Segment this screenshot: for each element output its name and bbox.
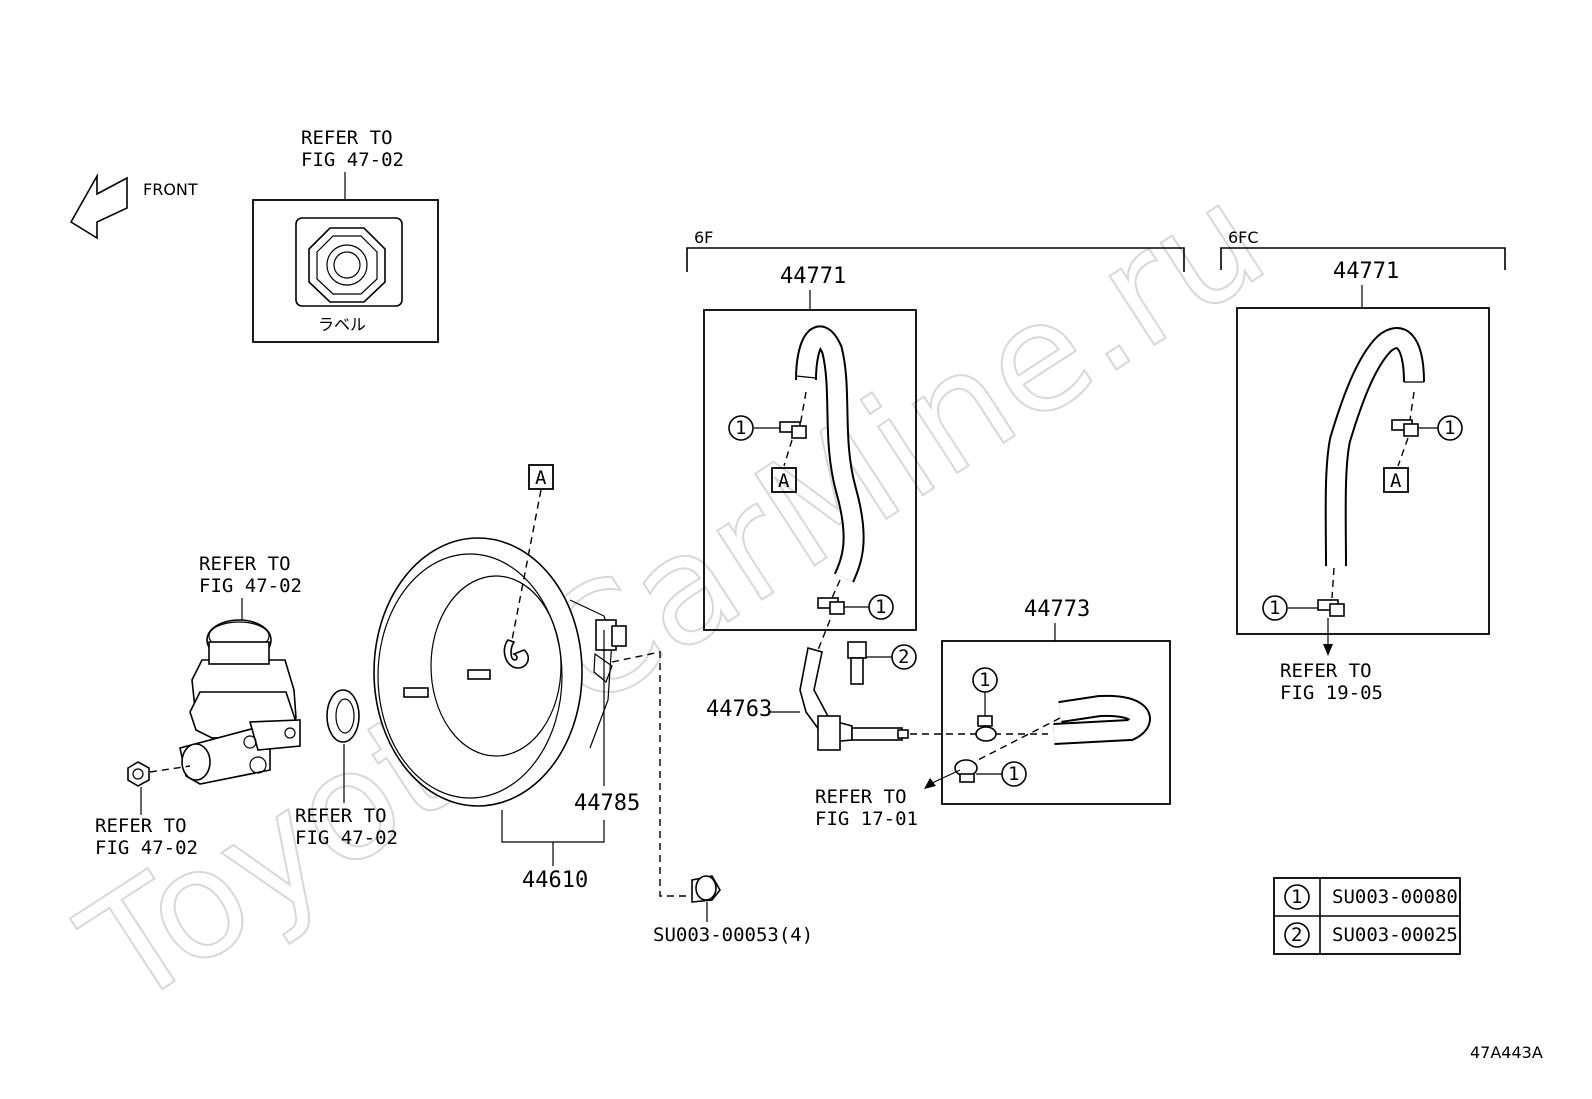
- label-refer-line1: REFER TO: [301, 127, 393, 149]
- callout-A-6fc: A: [1390, 470, 1402, 492]
- flange-nut: [127, 761, 150, 787]
- legend-row: 1 SU003-00080: [1284, 884, 1458, 910]
- refer-6fc-line1: REFER TO: [1280, 660, 1372, 682]
- clip-ref-6f-bottom: 1: [875, 596, 886, 618]
- bolt-ref-2: 2: [898, 646, 909, 668]
- nut-refer-line2: FIG 47-02: [95, 837, 198, 859]
- refer-4477-line2: FIG 17-01: [815, 808, 918, 830]
- gasket: [326, 689, 360, 743]
- refer-4477-line1: REFER TO: [815, 786, 907, 808]
- pn-44610: 44610: [522, 868, 588, 893]
- hose-clip-6f-bottom: [817, 597, 845, 615]
- clip-ref-44773-bottom: 1: [1008, 763, 1019, 785]
- master-cylinder-refer-line1: REFER TO: [199, 553, 291, 575]
- hose-clip-6fc-bottom: [1317, 599, 1345, 617]
- label-caption: ラベル: [318, 315, 366, 334]
- variant-6fc: 6FC: [1228, 228, 1259, 247]
- clip-ref-6fc-top: 1: [1444, 417, 1455, 439]
- refer-6fc-line2: FIG 19-05: [1280, 682, 1383, 704]
- legend-row: 2 SU003-00025: [1284, 922, 1458, 948]
- pn-44771-6fc: 44771: [1333, 259, 1399, 284]
- master-cylinder: [179, 619, 301, 785]
- master-cylinder-refer-line2: FIG 47-02: [199, 575, 302, 597]
- pn-44771-6f: 44771: [780, 264, 846, 289]
- hose-clip-44773-top: [975, 715, 997, 742]
- booster-callout-box: [528, 464, 554, 490]
- clip-ref-6f-top: 1: [735, 417, 746, 439]
- legend-num-1: 1: [1291, 886, 1302, 908]
- gasket-refer-line2: FIG 47-02: [295, 827, 398, 849]
- su-nut-code: SU003-00053(4): [653, 924, 813, 946]
- box-44773: [941, 640, 1171, 805]
- front-label: FRONT: [143, 180, 198, 199]
- figure-code: 47A443A: [1470, 1043, 1543, 1062]
- box-44771-6fc: [1236, 307, 1490, 635]
- box-44771-6f: [703, 309, 917, 631]
- hose-clip-44773-bottom: [954, 759, 978, 783]
- front-arrow-icon: [69, 172, 128, 240]
- booster-callout-A: A: [535, 467, 547, 489]
- vacuum-hose-6fc: [1324, 327, 1425, 567]
- legend-code-2: SU003-00025: [1332, 924, 1458, 946]
- clip-ref-6fc-bottom: 1: [1269, 597, 1280, 619]
- vacuum-hose-44773: [1053, 694, 1151, 745]
- legend-table: 1 SU003-00080 2 SU003-00025: [1273, 877, 1461, 955]
- hose-clip-6fc-top: [1391, 419, 1419, 437]
- label-octagon-icon: [308, 227, 386, 303]
- legend-num-2: 2: [1291, 924, 1302, 946]
- callout-A-6f: A: [778, 470, 790, 492]
- pn-44785: 44785: [574, 791, 640, 816]
- bracket-6fc: [1220, 247, 1506, 270]
- union-bolt: [847, 641, 867, 685]
- gasket-refer-line1: REFER TO: [295, 805, 387, 827]
- pn-44773: 44773: [1024, 597, 1090, 622]
- vacuum-union: [799, 646, 909, 751]
- su-nut: [691, 875, 721, 903]
- legend-code-1: SU003-00080: [1332, 886, 1458, 908]
- label-sticker: [295, 217, 403, 307]
- label-refer-line2: FIG 47-02: [301, 149, 404, 171]
- label-box: [252, 199, 439, 343]
- clip-ref-44773-top: 1: [979, 669, 990, 691]
- pn-44763: 44763: [706, 697, 772, 722]
- hose-clip-6f-top: [779, 421, 807, 439]
- brake-booster: [373, 537, 627, 807]
- vacuum-hose-6f: [795, 325, 865, 583]
- nut-refer-line1: REFER TO: [95, 815, 187, 837]
- bracket-6f: [686, 247, 1185, 272]
- variant-6f: 6F: [694, 228, 713, 247]
- stud-bolt: [403, 669, 491, 698]
